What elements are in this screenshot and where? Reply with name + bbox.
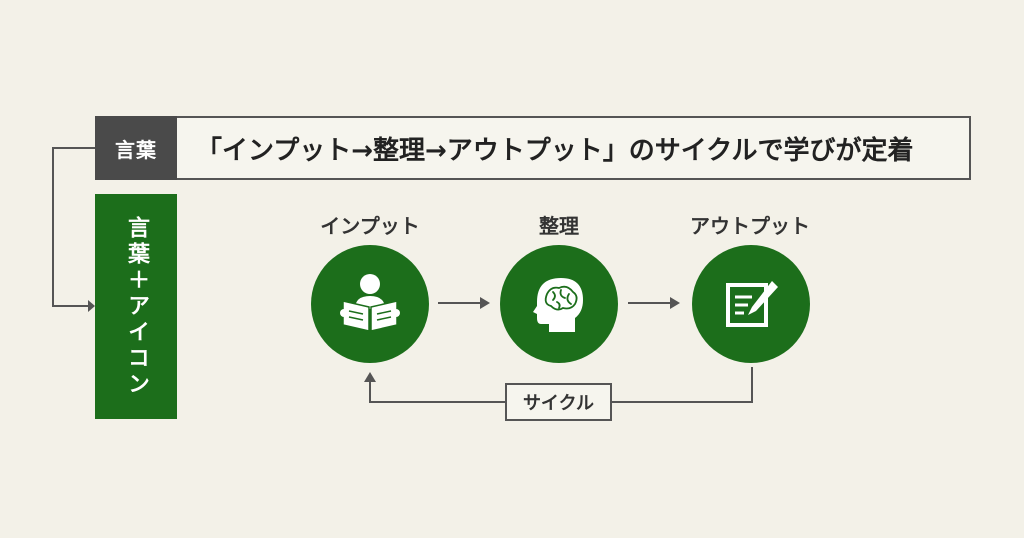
step-circle-organize bbox=[500, 245, 618, 363]
side-label-box: 言葉＋アイコン bbox=[95, 194, 177, 419]
reading-person-icon bbox=[340, 274, 400, 332]
cycle-label: サイクル bbox=[505, 383, 612, 421]
cycle-line-right bbox=[612, 367, 753, 403]
cycle-arrowhead bbox=[364, 372, 376, 382]
side-label-text: 言葉＋アイコン bbox=[124, 215, 149, 398]
brain-head-icon bbox=[533, 278, 583, 332]
step-circle-output bbox=[692, 245, 810, 363]
step-label-organize: 整理 bbox=[539, 214, 579, 238]
step-circle-input bbox=[311, 245, 429, 363]
arrow-input-to-organize-head bbox=[480, 297, 490, 309]
left-connector-arrowhead bbox=[88, 300, 95, 312]
arrow-organize-to-output-head bbox=[670, 297, 680, 309]
headline-banner bbox=[95, 116, 971, 180]
banner-tag: 言葉 bbox=[95, 116, 177, 180]
cycle-line-left bbox=[369, 380, 505, 403]
step-label-input: インプット bbox=[320, 214, 420, 238]
writing-note-icon bbox=[726, 281, 778, 327]
left-connector bbox=[52, 147, 95, 307]
banner-headline: 「インプット→整理→アウトプット」のサイクルで学びが定着 bbox=[196, 135, 914, 166]
step-label-output: アウトプット bbox=[690, 214, 810, 238]
